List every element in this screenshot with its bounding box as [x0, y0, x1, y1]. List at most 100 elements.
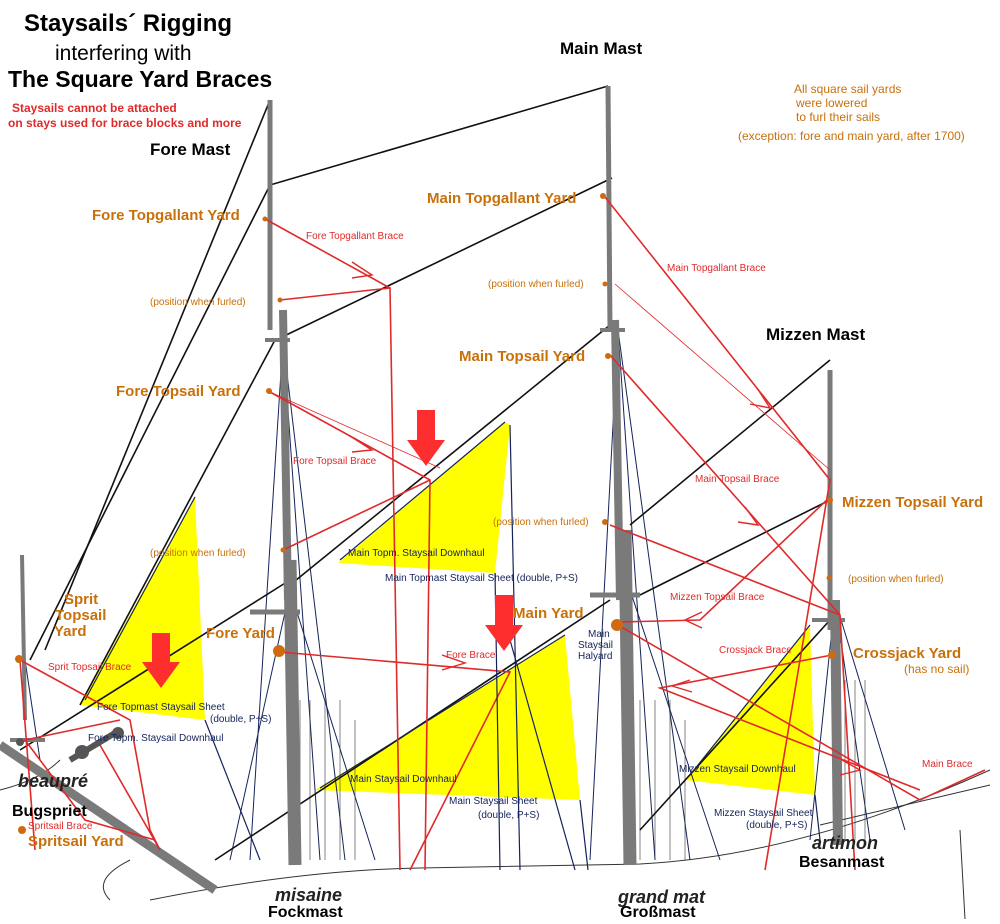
sprit-topsail-brace-line	[19, 659, 36, 851]
main-topgallant-mast	[605, 85, 613, 331]
main-yard-label: Main Yard	[513, 605, 584, 622]
warning-line-1: Staysails cannot be attached	[12, 101, 177, 115]
fore-topgallant-yard-label: Fore Topgallant Yard	[92, 207, 240, 224]
fore-topsail-yard-point	[268, 390, 272, 394]
furled-label-fore-topgallant: (position when furled)	[150, 297, 246, 308]
title-line-2: interfering with	[55, 42, 192, 65]
sprit-topsail-yard-label-2: Topsail	[55, 607, 106, 624]
beaupre-label: beaupré	[18, 771, 88, 791]
main-topmast-staysail-sheet-label: Main Topmast Staysail Sheet (double, P+S…	[385, 573, 578, 584]
furling-note: All square sail yards were lowered to fu…	[738, 82, 965, 143]
furled-point	[280, 547, 286, 553]
shroud-line	[282, 339, 346, 861]
bowsprit	[0, 741, 218, 894]
arrowhead	[351, 261, 374, 279]
grand-mat-label: grand mat	[617, 887, 706, 907]
main-mast-label: Main Mast	[560, 39, 643, 58]
braces	[19, 196, 986, 871]
shroud-line	[834, 599, 906, 831]
yard-labels: Fore Topgallant Yard Fore Topsail Yard F…	[28, 190, 983, 850]
furled-label-fore-topsail: (position when furled)	[150, 548, 246, 559]
stay-line	[29, 184, 271, 661]
bugspriet-label: Bugspriet	[12, 803, 87, 820]
warning-arrow	[485, 595, 523, 651]
misaine-label: misaine	[275, 885, 342, 905]
arrowhead	[683, 611, 703, 629]
block	[16, 738, 24, 746]
main-topm-staysail-downhaul-label: Main Topm. Staysail Downhaul	[348, 548, 485, 559]
crossjack-note: (has no sail)	[904, 662, 969, 676]
arrowhead	[349, 435, 375, 453]
note-line-4: (exception: fore and main yard, after 17…	[738, 129, 965, 143]
stay-line	[79, 339, 276, 706]
main-staysail-halyard-label-1: Main	[588, 629, 610, 640]
shroud-line	[249, 339, 284, 861]
hull-line	[149, 769, 991, 901]
shroud-line	[289, 589, 376, 861]
fore-yard-point	[273, 645, 285, 657]
fore-topsail-yard-label: Fore Topsail Yard	[116, 383, 240, 400]
note-line-1: All square sail yards	[794, 82, 901, 96]
sprit-topsail-yard-label-1: Sprit	[64, 591, 98, 608]
shroud-line	[629, 589, 721, 861]
furled-brace-line	[282, 479, 431, 551]
furled-point	[602, 281, 608, 287]
mizzen-topsail-brace-line	[619, 496, 831, 623]
brace-arrowheads	[349, 261, 862, 776]
main-topsail-yard-label: Main Topsail Yard	[459, 348, 585, 365]
leech-line	[339, 421, 506, 561]
main-topsail-brace-label: Main Topsail Brace	[695, 474, 780, 485]
besanmast-label: Besanmast	[799, 854, 885, 871]
block	[112, 727, 124, 739]
artimon-label: artimon	[812, 833, 878, 853]
furled-brace-line	[609, 524, 841, 616]
fockmast-label: Fockmast	[268, 904, 343, 919]
fore-topgallant-brace-label: Fore Topgallant Brace	[306, 231, 404, 242]
shrouds	[21, 329, 906, 861]
main-topgallant-brace-line	[604, 196, 831, 871]
mast-labels: Main Mast Fore Mast Mizzen Mast	[150, 39, 866, 344]
warning-arrows	[142, 410, 523, 688]
fore-topmast	[279, 309, 292, 601]
arrowhead	[839, 759, 862, 776]
furled-label-mizzen-topsail: (position when furled)	[848, 574, 944, 585]
warning-line-2: on stays used for brace blocks and more	[8, 116, 242, 130]
main-staysail-halyard-label-2: Staysail	[578, 640, 613, 651]
arrowhead	[737, 506, 760, 526]
furled-point	[602, 519, 608, 525]
warning-arrow	[142, 633, 180, 688]
mizzen-staysail-downhaul-label: Mizzen Staysail Downhaul	[679, 764, 796, 775]
fore-topmast-staysail-sheet-label-2: (double, P+S)	[210, 714, 271, 725]
block	[75, 745, 89, 759]
fore-topgallant-yard-point	[262, 216, 268, 222]
leech-line	[689, 624, 811, 776]
main-staysail	[315, 635, 580, 800]
sheet-line	[579, 799, 589, 871]
hull-line	[102, 859, 131, 901]
sheet-line	[509, 424, 521, 871]
main-topsail-yard-point	[605, 353, 611, 359]
main-topgallant-yard-point	[600, 193, 606, 199]
yard-points	[15, 193, 836, 834]
mizzen-staysail-sheet-label: Mizzen Staysail Sheet	[714, 808, 813, 819]
leeches	[84, 421, 811, 789]
spritsail-brace-line	[99, 744, 161, 851]
sprit-topsail-brace-label: Sprit Topsail Brace	[48, 662, 132, 673]
arrowhead	[441, 654, 468, 671]
stay-line	[269, 85, 609, 186]
spritsail-yard-gear	[16, 727, 124, 763]
sheet-line	[814, 794, 821, 841]
main-brace-line	[617, 624, 986, 801]
crossjack-brace-line	[657, 654, 921, 791]
mizzen-topsail-yard-label: Mizzen Topsail Yard	[842, 494, 983, 511]
mizzen-topsail-brace-label: Mizzen Topsail Brace	[670, 592, 765, 603]
fore-topm-staysail-downhaul-label: Fore Topm. Staysail Downhaul	[88, 733, 223, 744]
main-yard-point	[611, 619, 623, 631]
main-topsail-brace-line	[609, 354, 856, 871]
spritsail-brace-label: Spritsail Brace	[28, 821, 93, 832]
shroud-line	[282, 339, 321, 861]
furled-label-main-topsail: (position when furled)	[493, 517, 589, 528]
fore-yard-label: Fore Yard	[206, 625, 275, 642]
brace-labels: Fore Topgallant Brace Fore Topsail Brace…	[28, 231, 973, 832]
